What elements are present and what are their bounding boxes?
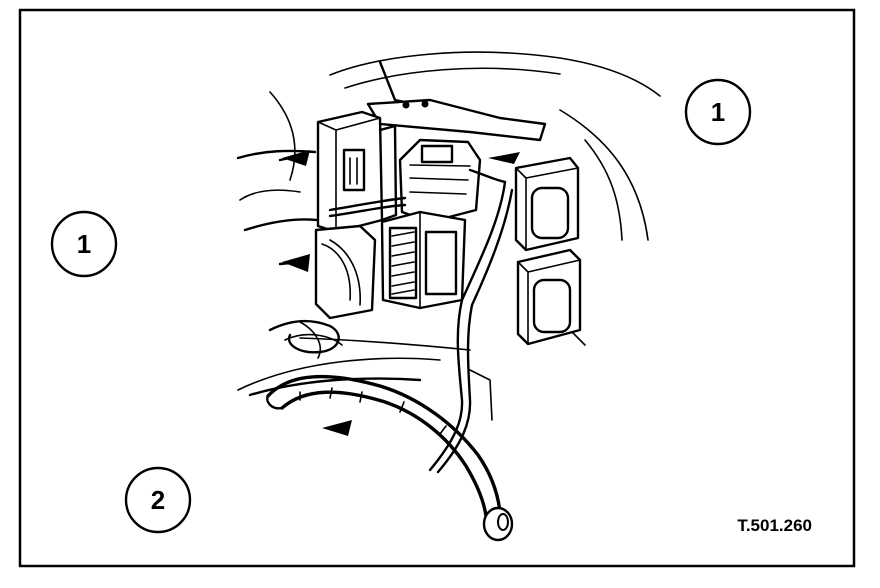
panel-contours [236,51,661,397]
wiring-harness [266,374,514,542]
cable-run [428,180,514,474]
lower-relay [516,248,582,346]
upper-plug [328,138,507,224]
arrow-middle-left-tail [278,260,302,266]
upper-relay [514,156,580,252]
callout-label: 1 [711,97,725,127]
callout-1-left: 1 [50,210,118,278]
left-connector [316,110,398,234]
central-connector [380,210,467,310]
callout-label: 2 [151,485,165,515]
pointer-arrows [278,150,520,436]
callout-label: 1 [77,229,91,259]
callout-1-top-right: 1 [684,78,752,146]
arrow-upper-left-tail [278,154,302,162]
callout-2-bottom-left: 2 [124,466,192,534]
figure-reference: T.501.260 [737,516,812,535]
arrow-harness [322,420,352,436]
arrow-upper-right [488,152,520,164]
left-lower-connector [268,224,377,359]
